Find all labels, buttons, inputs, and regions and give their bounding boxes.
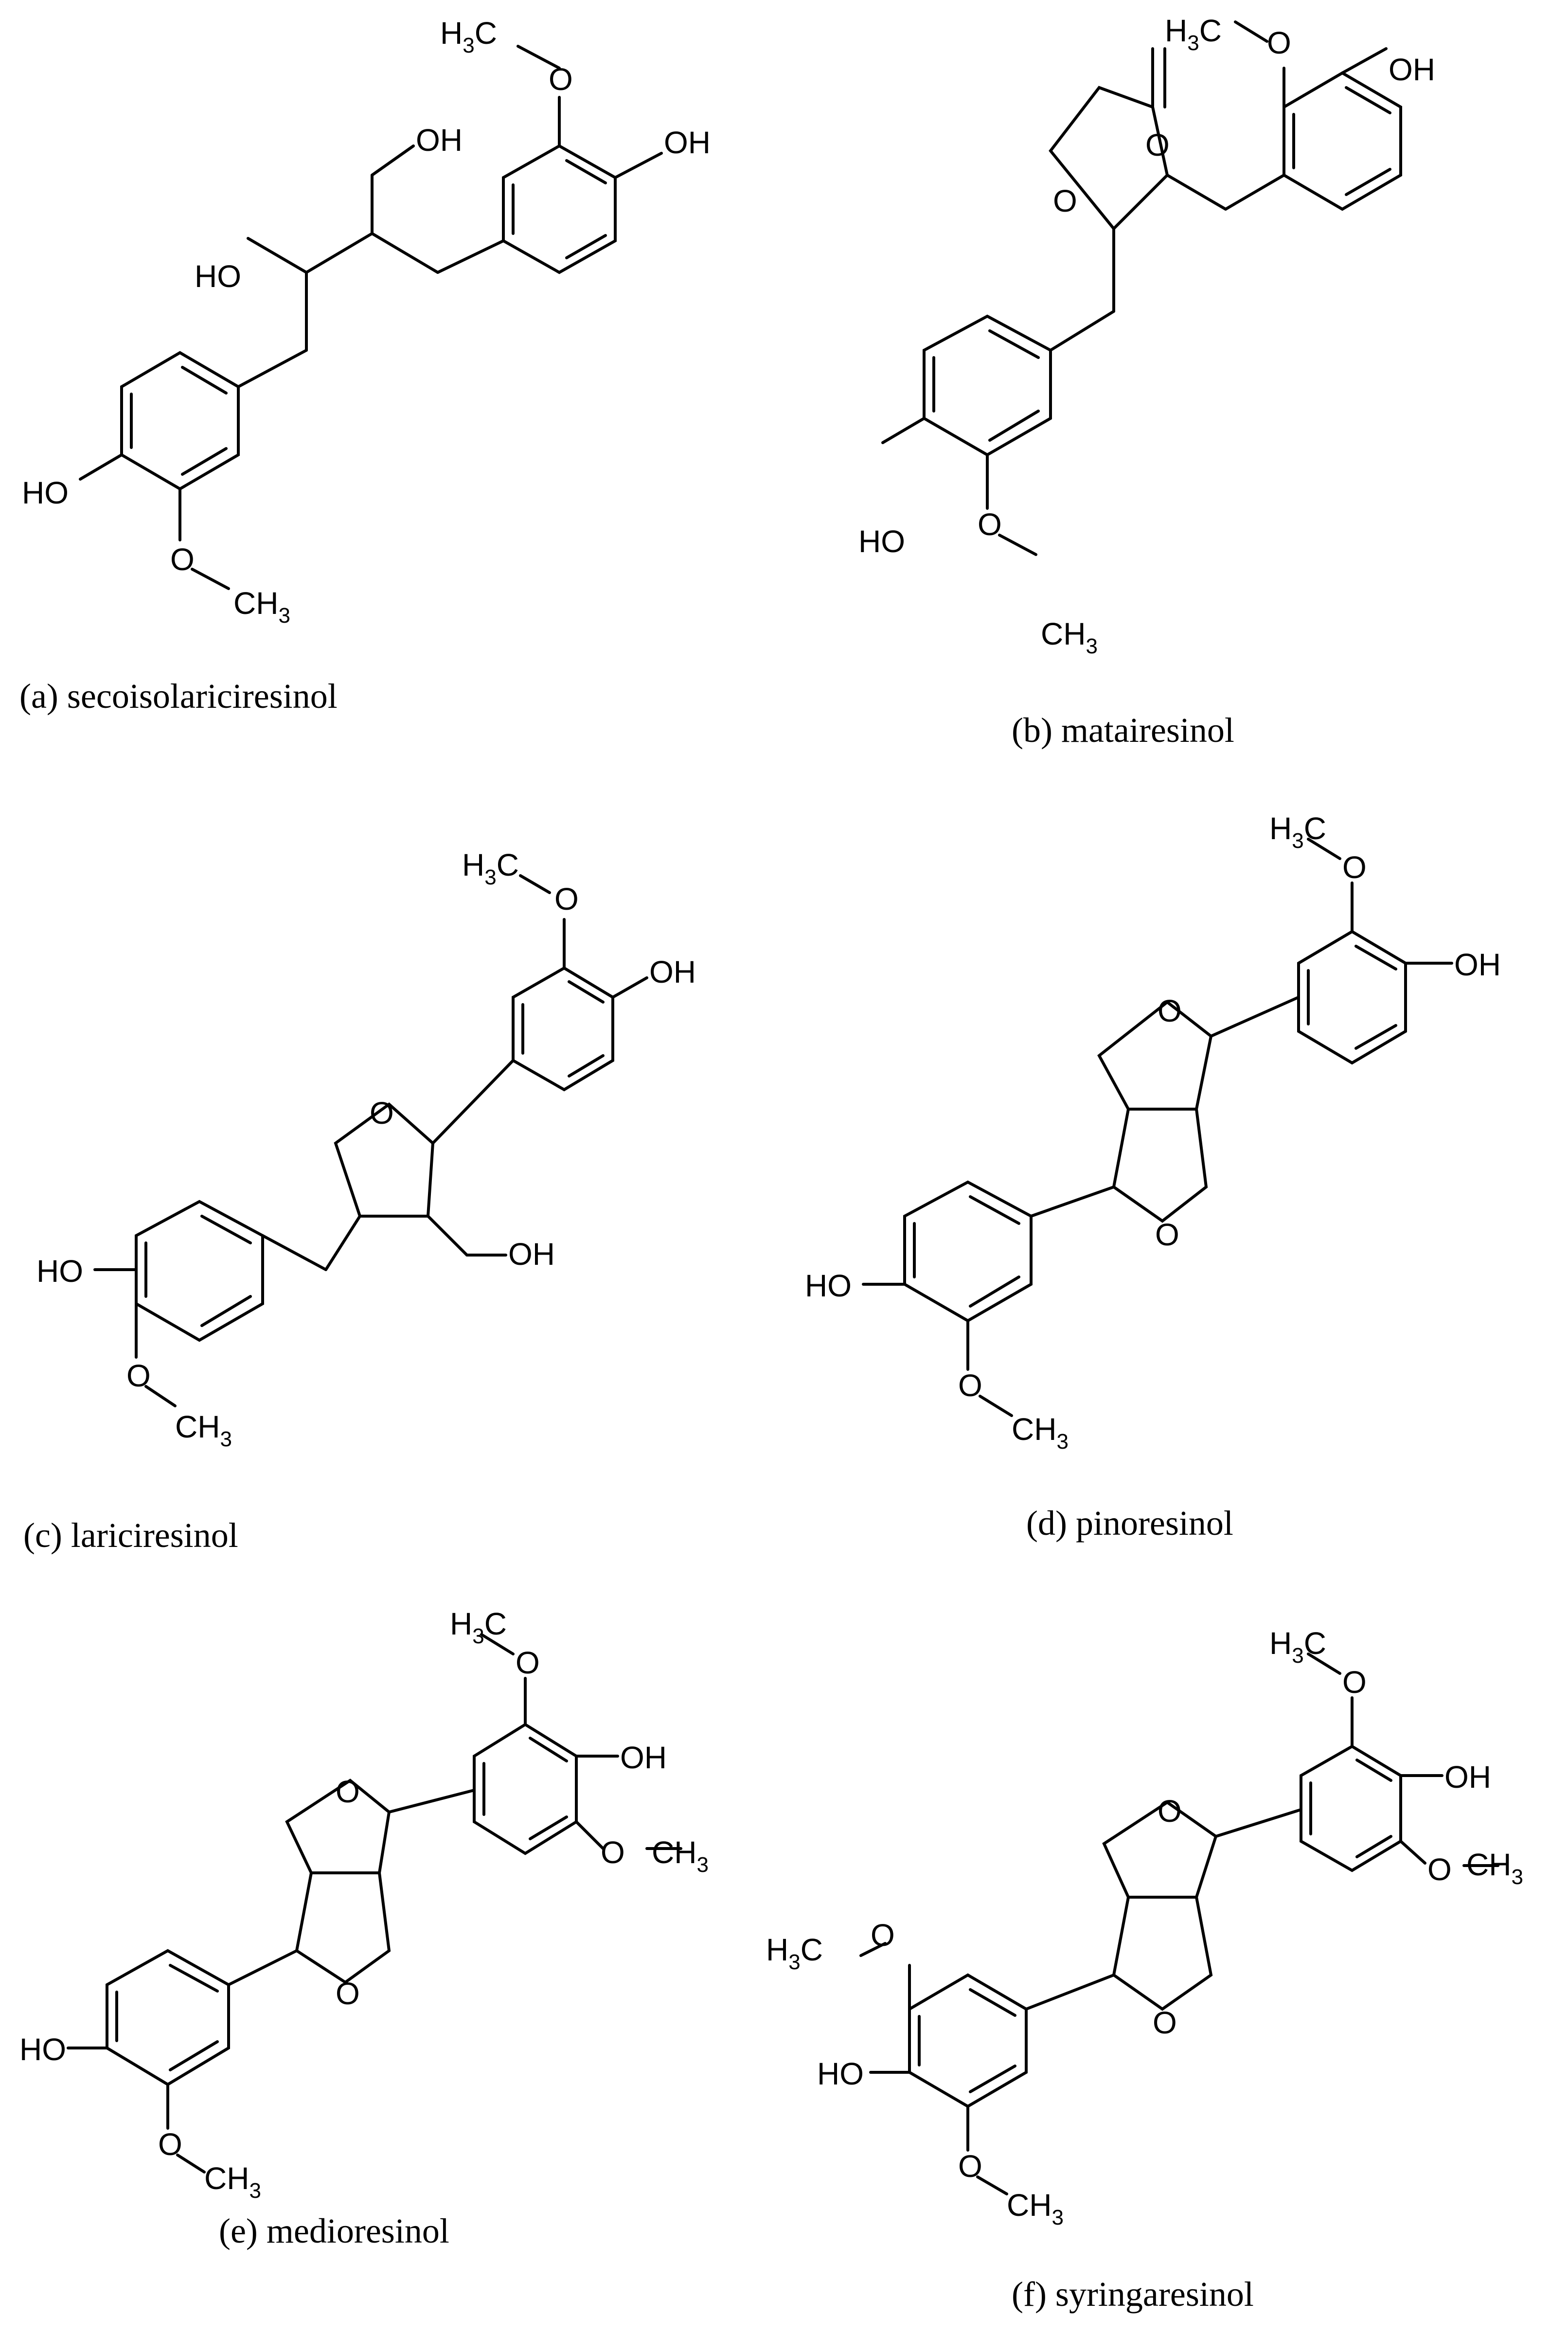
caption-matairesinol: (b) matairesinol [1012,711,1234,750]
labels-lariciresinol: H3C O OH O OH HO O CH3 [36,847,696,1451]
label-o: O [1342,850,1367,885]
label-o: O [516,1645,540,1680]
label-o-upper: O [1158,993,1182,1028]
label-o-lower: O [1153,2005,1177,2040]
label-o-ring: O [370,1096,394,1131]
label-h3c: H3C [1165,13,1222,55]
label-o-upper: O [1158,1794,1182,1829]
structure-matairesinol [881,20,1402,556]
label-oh: OH [1389,52,1435,87]
label-ho: HO [817,2056,864,2091]
label-o: O [978,507,1002,542]
label-oh: OH [508,1237,555,1272]
label-o: O [601,1835,625,1870]
label-o-ring: O [1053,183,1077,218]
caption-secoisolariciresinol: (a) secoisolariciresinol [19,677,338,716]
label-o: O [958,2149,982,2184]
structure-medioresinol [67,1633,682,2173]
label-ch3: CH3 [204,2161,261,2203]
label-o: O [549,62,573,97]
label-ho: HO [195,259,241,294]
label-ho: HO [805,1268,852,1303]
caption-pinoresinol: (d) pinoresinol [1026,1504,1233,1543]
label-h3c: H3C [766,1932,823,1974]
label-ch3: CH3 [1041,616,1098,658]
label-o: O [871,1918,895,1953]
label-o-lower: O [1155,1217,1179,1252]
label-o: O [170,542,195,577]
label-ho: HO [19,2032,66,2067]
label-ho: HO [36,1254,83,1289]
structure-secoisolariciresinol [79,45,663,590]
label-ch3: CH3 [233,586,290,628]
label-o: O [554,881,579,916]
structure-pinoresinol [862,838,1453,1417]
label-ho: HO [858,524,905,559]
caption-lariciresinol: (c) lariciresinol [23,1516,238,1555]
label-o: O [1427,1852,1452,1887]
caption-syringaresinol: (f) syringaresinol [1012,2275,1254,2314]
label-h3c: H3C [1269,1626,1326,1668]
label-o: O [126,1358,151,1393]
label-o: O [1267,25,1291,60]
label-oh: OH [1454,947,1501,982]
label-o: O [958,1368,982,1403]
label-oh: OH [649,954,696,989]
label-o-lower: O [336,1976,360,2011]
labels-medioresinol: H3C O OH O CH3 O O HO O CH3 [19,1606,709,2203]
label-oh: OH [620,1740,667,1775]
labels-syringaresinol: H3C O OH O CH3 O O H3C O HO O CH3 [766,1626,1523,2229]
label-h3c: H3C [440,16,497,57]
structure-lariciresinol [93,874,648,1407]
label-o-carbonyl: O [1145,127,1170,162]
label-h3c: H3C [1269,811,1326,853]
label-o: O [1342,1665,1367,1700]
label-h3c: H3C [462,847,519,889]
label-ch3: CH3 [1466,1847,1523,1889]
labels-matairesinol: H3C O OH O O HO O CH3 [858,13,1435,658]
label-o-upper: O [336,1774,360,1809]
label-ch3: CH3 [1012,1412,1069,1454]
labels-secoisolariciresinol: H3C O OH OH HO HO O CH3 [22,16,711,628]
label-ch3: CH3 [652,1835,709,1877]
label-oh: OH [416,123,463,158]
label-oh: OH [664,125,711,160]
label-h3c: H3C [450,1606,507,1648]
caption-medioresinol: (e) medioresinol [219,2211,449,2250]
label-o: O [158,2127,182,2162]
structure-syringaresinol [859,1652,1499,2195]
label-ch3: CH3 [175,1409,232,1451]
label-oh: OH [1444,1760,1491,1795]
label-ch3: CH3 [1007,2188,1064,2229]
label-ho: HO [22,475,69,510]
labels-pinoresinol: H3C O OH O O HO O CH3 [805,811,1501,1454]
